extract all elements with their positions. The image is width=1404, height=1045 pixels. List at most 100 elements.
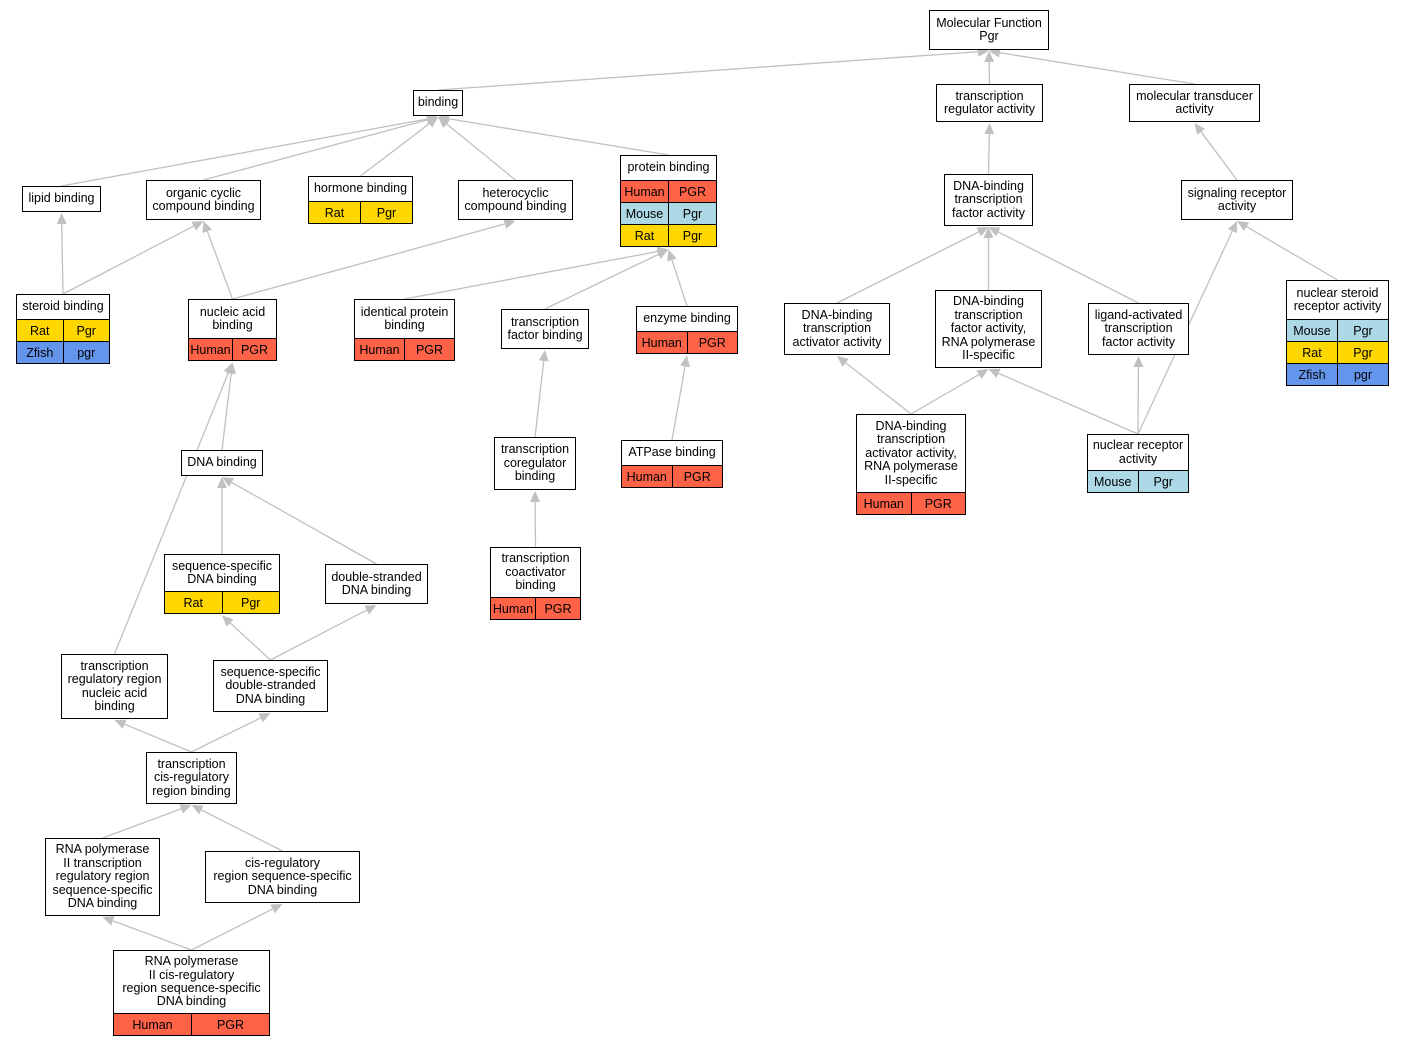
gene-symbol: Pgr — [62, 320, 109, 341]
arrowhead — [426, 117, 438, 128]
edge-dbtaa2-to-dbtfa2 — [910, 373, 980, 415]
go-term-occb[interactable]: organic cyclic compound binding — [146, 180, 261, 220]
edge-steroid-to-lipid — [61, 223, 64, 295]
edge-rnap2trr-to-tcrrb — [102, 808, 182, 839]
gene-symbol: pgr — [62, 342, 109, 363]
go-term-binding[interactable]: binding — [413, 90, 463, 116]
edge-nra-to-dbtfa2 — [998, 372, 1139, 435]
go-term-dbtfa2[interactable]: DNA-binding transcription factor activit… — [935, 290, 1042, 368]
go-term-ssdsdb[interactable]: sequence-specific double-stranded DNA bi… — [213, 660, 328, 712]
go-term-crrss[interactable]: cis-regulatory region sequence-specific … — [205, 851, 360, 903]
arrowhead — [530, 491, 541, 503]
arrowhead — [503, 219, 516, 229]
go-term-rnap2cis[interactable]: RNA polymerase II cis-regulatory region … — [113, 950, 270, 1036]
go-term-tra[interactable]: transcription regulator activity — [936, 84, 1043, 122]
go-term-dbtfa[interactable]: DNA-binding transcription factor activit… — [944, 174, 1033, 226]
arrowhead — [680, 355, 691, 368]
go-term-rnap2trr[interactable]: RNA polymerase II transcription regulato… — [45, 838, 160, 916]
go-term-dsdb[interactable]: double-stranded DNA binding — [325, 564, 428, 604]
go-term-trrnab[interactable]: transcription regulatory region nucleic … — [61, 654, 168, 719]
term-label: enzyme binding — [643, 311, 731, 326]
go-term-latfa[interactable]: ligand-activated transcription factor ac… — [1088, 303, 1189, 355]
edge-rnap2cis-to-rnap2trr — [112, 920, 192, 951]
arrowhead — [983, 227, 994, 238]
edge-dnab-to-nab — [221, 373, 232, 451]
species-name: Zfish — [17, 342, 63, 363]
go-term-mta[interactable]: molecular transducer activity — [1129, 84, 1260, 122]
term-label: heterocyclic compound binding — [464, 185, 567, 213]
term-label: DNA binding — [187, 455, 257, 470]
go-term-lipid[interactable]: lipid binding — [22, 186, 101, 212]
edge-rnap2cis-to-crrss — [191, 908, 273, 951]
term-label: molecular transducer activity — [1136, 88, 1253, 116]
go-term-tcb[interactable]: transcription coregulator binding — [494, 437, 576, 490]
arrowhead — [179, 804, 192, 814]
go-term-dbtaa2[interactable]: DNA-binding transcription activator acti… — [856, 414, 966, 515]
arrowhead — [191, 805, 204, 815]
arrowhead — [976, 227, 989, 237]
edge-tcrrb-to-trrnab — [124, 723, 192, 753]
edge-nab-to-hccb — [232, 223, 506, 300]
gene-symbol: Pgr — [221, 592, 279, 613]
edge-nsra-to-sra — [1246, 226, 1338, 281]
gene-symbol: Pgr — [668, 225, 716, 246]
term-label: transcription factor binding — [507, 314, 583, 342]
gene-symbol: Pgr — [360, 202, 412, 223]
arrowhead — [258, 713, 271, 723]
edge-tcb-to-tfb — [534, 360, 545, 438]
term-label: RNA polymerase II transcription regulato… — [52, 842, 153, 911]
species-name: Human — [491, 598, 535, 619]
term-label: transcription regulator activity — [943, 88, 1035, 116]
edge-mta-to-mf — [999, 52, 1195, 85]
gene-symbol: PGR — [668, 181, 716, 202]
species-name: Human — [621, 181, 668, 202]
edge-occb-to-binding — [203, 119, 428, 181]
arrowhead — [56, 213, 67, 225]
arrowhead — [1133, 356, 1144, 368]
go-term-tfb[interactable]: transcription factor binding — [501, 309, 589, 349]
term-label: hormone binding — [313, 181, 408, 196]
term-label: DNA-binding transcription factor activit… — [941, 294, 1036, 363]
go-term-tcrrb[interactable]: transcription cis-regulatory region bind… — [146, 752, 237, 804]
edge-lipid-to-binding — [61, 118, 428, 187]
gene-symbol: PGR — [671, 466, 722, 487]
go-term-dbtaa[interactable]: DNA-binding transcription activator acti… — [784, 303, 890, 355]
go-term-mf[interactable]: Molecular Function Pgr — [929, 10, 1049, 50]
arrowhead — [984, 51, 995, 63]
gene-symbol: PGR — [404, 339, 454, 360]
arrowhead — [1227, 221, 1237, 234]
term-label: transcription coactivator binding — [501, 551, 570, 593]
go-term-hccb[interactable]: heterocyclic compound binding — [458, 180, 573, 220]
species-name: Human — [637, 332, 687, 353]
arrowhead — [114, 719, 127, 729]
go-term-sra[interactable]: signaling receptor activity — [1181, 180, 1293, 220]
species-name: Mouse — [1088, 471, 1138, 492]
term-label: double-stranded DNA binding — [331, 569, 422, 597]
gene-symbol: PGR — [191, 1014, 269, 1035]
gene-symbol: Pgr — [668, 203, 716, 224]
edge-ssdsdb-to-dsdb — [270, 609, 368, 661]
arrowhead — [837, 356, 849, 367]
go-term-dnab[interactable]: DNA binding — [181, 450, 263, 476]
term-label: DNA-binding transcription factor activit… — [952, 178, 1025, 220]
arrowhead — [217, 477, 227, 488]
